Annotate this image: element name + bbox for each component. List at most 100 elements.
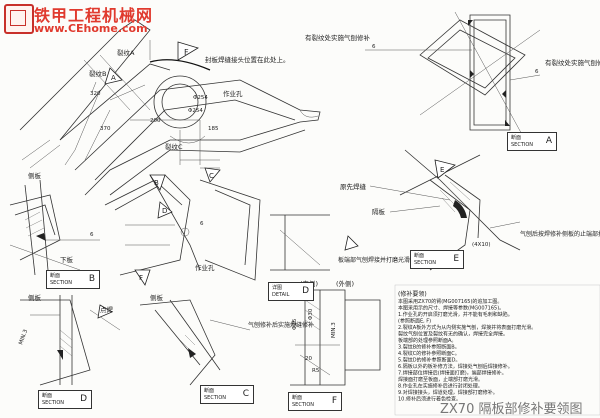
label-crack-a: 裂纹A [117, 48, 135, 57]
note-line-2: 1.作业孔的开启须打磨光滑，并不能有毛刺和缺陷。 [398, 311, 513, 318]
tag-e-right: E [440, 166, 444, 174]
notes-frame [394, 284, 600, 416]
section-f-en: SECTION [292, 402, 315, 408]
section-a-en: SECTION [511, 142, 534, 148]
tag-b-mid: B [154, 179, 159, 187]
label-work-hole: 作业孔 [223, 89, 243, 98]
label-work-hole-2: 作业孔 [195, 263, 215, 272]
watermark-line2: www.CEhome.com [34, 22, 148, 35]
section-box-c: 断面 SECTION C [200, 385, 254, 404]
label-seal-weld: 封板焊缝接头位置在此处上。 [205, 55, 290, 64]
note-line-6: 板端部的处理参照断面A。 [398, 337, 456, 344]
dim-min3-f: MIN.3 [331, 322, 337, 338]
tag-a-mid: A [111, 74, 116, 82]
label-original-weld: 原先焊缝 [340, 182, 367, 191]
dim-200: 200 [150, 118, 161, 124]
label-side-plate-b: 侧板 [28, 293, 42, 302]
drawing-title: ZX70 隔板部修补要领图 [440, 402, 583, 417]
note-line-14: 9.对焊接接头，焊道处理，焊接部打磨修补。 [398, 389, 498, 396]
detail-d-view [104, 174, 330, 281]
repair-notes: (修补要领) 本图采用ZX70的臂(MG007165)的追加工图。 本图采用示的… [398, 290, 536, 403]
tag-c-mid: C [209, 172, 214, 180]
dim-phi-25: Φ25 [292, 318, 298, 330]
dim-370: 370 [100, 126, 111, 132]
label-gas-note-c: 气刨修补后实施焊缝修补 [248, 321, 314, 329]
note-line-0: 本图采用ZX70的臂(MG007165)的追加工图。 [398, 298, 502, 305]
note-line-1: 本图采用示的尺寸、焊接等参数(MG007165)。 [398, 305, 504, 312]
label-outer: (外侧) [336, 279, 354, 288]
note-line-9: 5.裂纹D的修补参照断面D。 [398, 357, 460, 364]
dim-r5: R5 [312, 368, 320, 374]
dim-phi-30: Φ30 [308, 308, 314, 320]
section-box-e: 断面 SECTION E [410, 250, 464, 269]
label-crack-c: 裂纹C [165, 142, 183, 151]
watermark-line1: 铁甲工程机械网 [34, 6, 154, 25]
section-box-b: 断面 SECTION B [46, 270, 100, 289]
section-d-letter: D [80, 394, 87, 404]
label-crack-b: 裂纹B [89, 69, 106, 78]
section-c-jp: 断面 [204, 388, 215, 394]
dim-phi-254-b: Φ254 [188, 108, 203, 114]
note-line-4: 2.裂纹A板外方式为从内侧实施气刨，焊接并将表面打磨光滑。 [398, 324, 536, 331]
detail-d-en: DETAIL [272, 292, 290, 298]
note-line-11: 7.焊接部位焊接后(焊接面打磨)，端部焊接修补。 [398, 370, 507, 377]
section-f-letter: F [331, 396, 337, 406]
label-gas-gouge-right: 有裂纹处实施气刨修补 [545, 58, 600, 67]
tag-d-mid: D [162, 207, 167, 215]
note-line-12: 焊接面打磨至板面，止端部打磨光滑。 [398, 376, 483, 383]
note-line-3: (参照断面E, F) [398, 318, 431, 325]
section-box-f: 断面 SECTION F [288, 392, 342, 411]
note-line-15: 10.修补后须进行着色检查。 [398, 396, 461, 403]
dim-320: 320 [90, 91, 101, 97]
dim-min3-left: MIN.3 [18, 328, 29, 345]
section-e-en: SECTION [414, 260, 437, 266]
dim-6-right: 6 [535, 69, 539, 75]
dim-185: 185 [208, 126, 219, 132]
section-box-d: 断面 SECTION D [38, 390, 92, 409]
watermark-seal-icon [4, 4, 34, 34]
site-watermark: 铁甲工程机械网 www.CEhome.com [0, 0, 154, 40]
section-a-letter: A [545, 136, 552, 146]
dim-phi-254: Φ254 [193, 95, 208, 101]
label-gas-gouge-top: 有裂纹处实施气刨修补 [305, 33, 371, 42]
section-b-jp: 断面 [50, 273, 61, 279]
notes-heading: (修补要领) [398, 290, 427, 298]
section-f-jp: 断面 [292, 395, 303, 401]
dim-20: 20 [305, 356, 312, 362]
section-box-a: 断面 SECTION A [507, 132, 557, 151]
label-spot-weld: 点焊 [100, 305, 114, 314]
detail-d-jp: 详图 [272, 285, 283, 291]
section-c-view [139, 299, 251, 386]
note-line-8: 4.裂纹C的修补参照断面C。 [398, 350, 460, 357]
view-markers [97, 41, 456, 319]
section-e-letter: E [453, 254, 459, 264]
label-side-plate-mid: 侧板 [150, 293, 164, 302]
section-b-en: SECTION [50, 280, 73, 286]
section-c-letter: C [242, 389, 249, 399]
label-partition: 隔板 [372, 207, 386, 216]
detail-box-d: 详图 DETAIL D [268, 282, 314, 301]
note-line-5: 裂纹气刨位置及裂纹有无的确认，焊接完全焊接。 [398, 331, 508, 338]
note-line-10: 6.隔板以外的板补修方法，焊接处气刨后焊接修补。 [398, 363, 513, 370]
label-lower-plate: 下板 [60, 255, 74, 264]
label-gas-note-e: 板端部气刨焊接并打磨光滑 [338, 256, 410, 264]
dim-4x10: (4X10) [472, 242, 491, 248]
dim-6-top: 6 [372, 44, 376, 50]
section-b-letter: B [88, 274, 95, 284]
detail-d-letter: D [302, 286, 309, 296]
section-d-view [20, 295, 121, 386]
section-a-jp: 断面 [511, 135, 522, 141]
section-b-view [9, 179, 100, 276]
note-line-7: 3.裂纹B的修补参照断面B。 [398, 344, 460, 351]
section-a-view [365, 11, 541, 141]
boom-side-view [19, 19, 321, 196]
section-e-jp: 断面 [414, 253, 425, 259]
tag-f-top: F [184, 48, 189, 57]
section-d-jp: 断面 [42, 393, 53, 399]
section-c-en: SECTION [204, 395, 227, 401]
tag-f-mid: F [139, 274, 143, 282]
section-d-en: SECTION [42, 400, 65, 406]
